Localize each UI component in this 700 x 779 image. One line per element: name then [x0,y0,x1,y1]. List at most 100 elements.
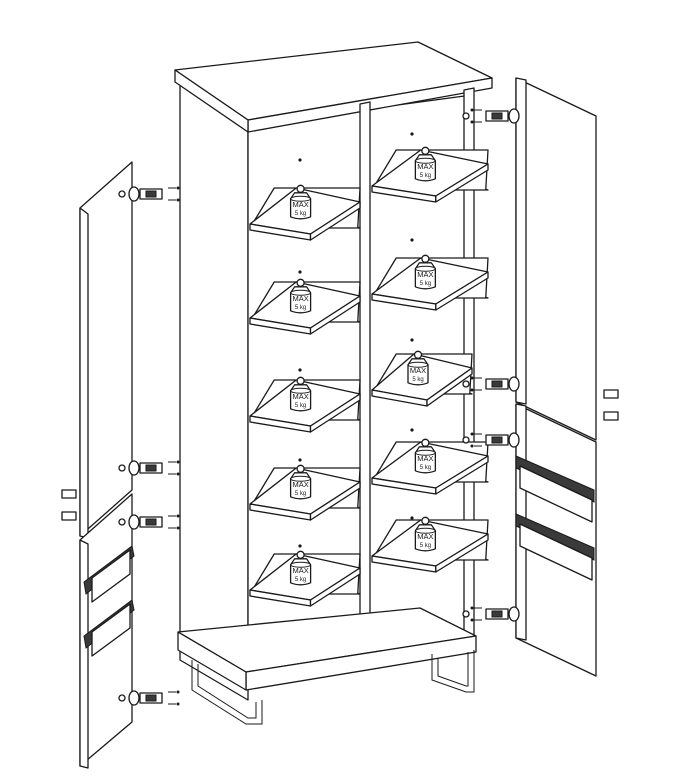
left-door-baton-2-face [91,603,131,657]
weight-label-max: MAX [292,480,308,489]
right-door-upper-edge [515,77,527,405]
weight-handle [296,184,305,193]
left-door-stop-block-1 [61,489,77,499]
hinge-screw-head [470,120,474,124]
weight-icon: MAX 5 kg [289,550,312,586]
weight-rim [290,289,312,296]
shelves-layer: MAX 5 kg MAX 5 kg MAX 5 kg MAX 5 kg MAX 5 kg MAX 5 … [249,146,489,607]
weight-label-kg: 5 kg [420,465,431,471]
hinge-cup [128,514,140,530]
leg-frame-right-outer [431,650,475,693]
hinge-cup [508,606,520,622]
weight-label-kg: 5 kg [295,491,306,497]
shelf-right-4: MAX 5 kg [371,438,489,495]
leg-frame-left-outer [191,660,263,725]
weight-label-max: MAX [417,454,433,463]
left-door-baton-1-face [91,549,131,603]
hinge-right-1 [462,108,520,124]
right-door-stop-block-1 [603,389,619,399]
cabinet-bottom-side [177,631,247,691]
right-door-assembly [515,77,619,677]
hinge-arm [491,436,503,444]
weight-body [289,192,312,220]
shelf-side-edge [435,455,489,495]
left-door-stop-block-2 [61,511,77,521]
hinge-mount-point [118,518,126,526]
weight-rim [407,361,429,368]
weight-body [289,558,312,586]
weight-label-max: MAX [292,294,308,303]
weight-body [414,446,437,474]
hinge-cup [508,432,520,448]
weight-body [407,358,429,386]
hinge-screw-head [176,526,180,530]
hinge-mount-point [462,380,470,388]
weight-label-kg: 5 kg [420,543,431,549]
hinge-arm [145,694,157,702]
hinge-mount-point [118,464,126,472]
shelf-side-edge [309,393,361,433]
weight-handle [296,278,305,287]
hinge-screw-head [470,388,474,392]
hinge-right-3 [462,432,520,448]
weight-body [289,384,312,412]
weight-label-max: MAX [292,392,308,401]
weight-icon: MAX 5 kg [414,516,437,552]
weight-label-max: MAX [417,162,433,171]
weight-body [289,286,312,314]
weight-rim [290,387,312,394]
weight-body [414,524,437,552]
weight-body [414,154,437,182]
shelf-side-edge [435,163,489,203]
weight-handle [296,464,305,473]
weight-handle [413,350,423,359]
hinge-cup [508,108,520,124]
hinge-screw-head [470,618,474,622]
hinge-arm [491,610,503,618]
hinge-mount-point [118,190,126,198]
weight-label-kg: 5 kg [412,377,423,383]
shelf-side-edge [426,367,473,407]
weight-body [289,472,312,500]
weight-label-max: MAX [410,366,426,375]
weight-body [414,262,437,290]
weight-icon: MAX 5 kg [407,350,429,386]
right-door-stop-block-2 [603,411,619,421]
left-door-lower-edge [79,539,89,769]
weight-label-kg: 5 kg [420,173,431,179]
weight-handle [421,438,430,447]
cabinet-center-divider [359,101,371,669]
hinge-mount-point [462,436,470,444]
weight-label-max: MAX [292,566,308,575]
shelf-right-3: MAX 5 kg [371,350,473,407]
weight-handle [421,146,430,155]
hinge-arm [491,380,503,388]
hinge-screw-head [176,472,180,476]
weight-rim [290,561,312,568]
cabinet-left-side [179,79,249,701]
hinge-screw-head [176,186,180,190]
weight-label-max: MAX [417,270,433,279]
weight-handle [296,376,305,385]
hinge-arm [145,464,157,472]
shelf-side-edge [309,481,361,521]
weight-rim [414,265,436,272]
weight-rim [414,527,436,534]
weight-rim [414,157,436,164]
shelf-left-4: MAX 5 kg [249,464,361,521]
shelf-side-edge [309,567,361,607]
leg-frame-left-inner [197,664,257,719]
weight-label-max: MAX [417,532,433,541]
hinge-right-2 [462,376,520,392]
weight-label-kg: 5 kg [295,577,306,583]
hinge-mount-point [462,610,470,618]
shelf-right-5: MAX 5 kg [371,516,489,573]
hinge-screw-head [176,460,180,464]
